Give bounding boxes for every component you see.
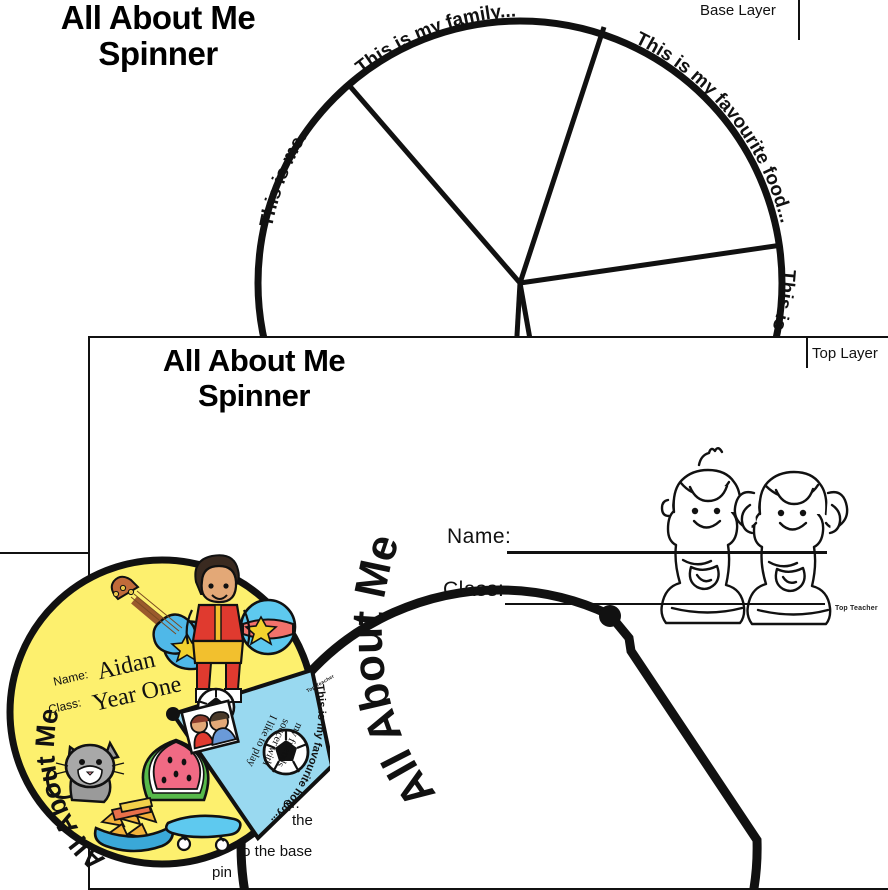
class-field-label: Class:: [443, 578, 505, 601]
instruction-fragment-3: to the base: [238, 843, 313, 860]
cat-icon: [45, 740, 125, 804]
guitar-icon: [110, 575, 217, 671]
beach-ball-icon: [239, 598, 297, 656]
family-photo-icon: [180, 699, 240, 755]
watermark-top-teacher: Top Teacher: [835, 605, 878, 612]
skateboard-icon: [164, 814, 242, 853]
page-title-base-line2: Spinner: [98, 34, 218, 72]
page-title-top-line1: All About Me: [162, 343, 346, 378]
instruction-fragment-2: the: [292, 812, 313, 829]
page-title-top: All About Me Spinner: [104, 343, 404, 413]
instruction-fragment-1: er.: [283, 795, 300, 812]
soccer-boy-icon: [185, 554, 251, 703]
centre-pin-dot: [599, 605, 621, 627]
top-layer-tag: Top Layer: [812, 345, 878, 362]
base-layer-tag: Base Layer: [700, 2, 776, 19]
sample-centre-pin: [166, 707, 180, 721]
nachos-plate-icon: [93, 796, 175, 853]
page-title-top-line2: Spinner: [198, 377, 310, 413]
name-field-label: Name:: [447, 525, 512, 548]
watermelon-icon: [141, 738, 210, 802]
top-layer-tag-divider: [806, 338, 808, 368]
class-input-line[interactable]: [505, 603, 825, 605]
soccer-ball-hobby-icon: [262, 728, 310, 776]
name-input-line[interactable]: [507, 551, 827, 554]
instruction-fragment-4: pin: [212, 864, 233, 881]
page-title-base-line1: All About Me: [60, 0, 256, 36]
base-layer-tag-divider: [798, 0, 800, 40]
page-title-base: All About Me Spinner: [8, 0, 308, 71]
